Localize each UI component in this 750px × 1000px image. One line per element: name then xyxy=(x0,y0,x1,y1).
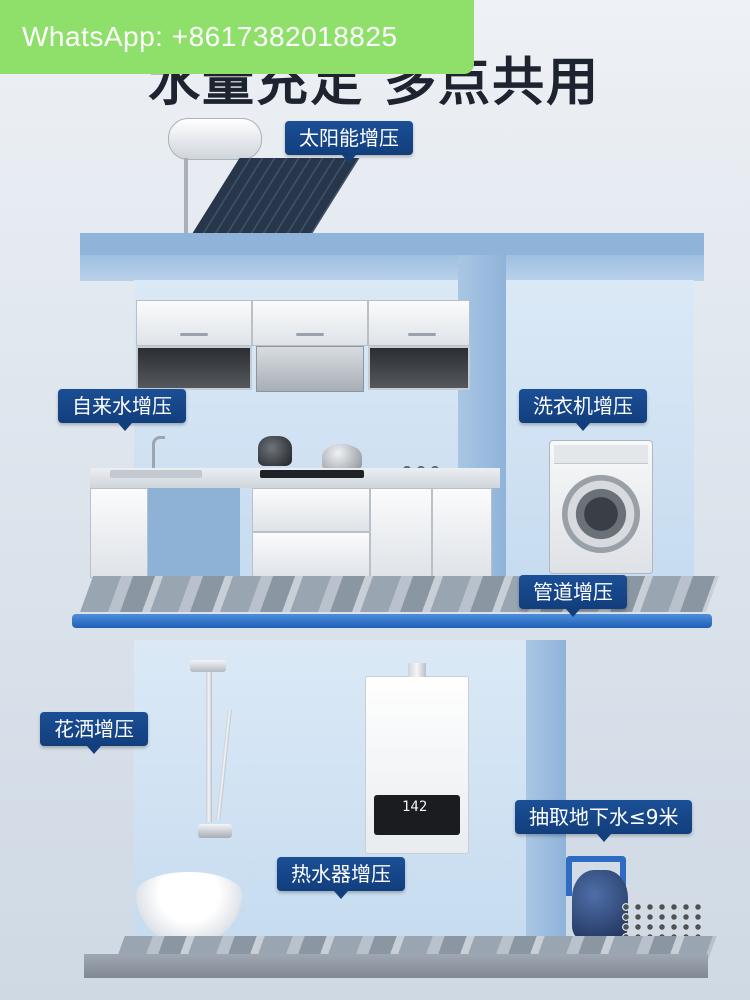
whatsapp-contact-banner[interactable]: WhatsApp: +8617382018825 xyxy=(0,0,474,74)
open-cabinet-space xyxy=(148,488,240,578)
teapot xyxy=(258,436,292,466)
faucet xyxy=(152,436,165,477)
label-groundwater: 抽取地下水≤9米 xyxy=(515,800,693,842)
solar-frame-leg xyxy=(184,158,188,234)
lower-cabinet-4 xyxy=(370,488,432,578)
label-washer-boost: 洗衣机增压 xyxy=(519,389,647,431)
heater-exhaust xyxy=(408,663,426,677)
heater-temperature-display: 142 xyxy=(402,799,428,815)
cooktop xyxy=(260,470,364,478)
lower-right-wall xyxy=(526,640,566,936)
label-solar-boost: 太阳能增压 xyxy=(285,121,413,163)
lower-cabinet-3 xyxy=(252,532,370,578)
roof-beam xyxy=(80,233,704,255)
washer-drum xyxy=(562,475,640,553)
upper-cabinet-right xyxy=(368,300,470,346)
lower-cabinet-1 xyxy=(90,488,148,578)
label-heater-boost: 热水器增压 xyxy=(277,857,405,899)
gas-water-heater: 142 xyxy=(365,663,469,854)
ground-slab xyxy=(84,954,708,978)
label-pipe-boost: 管道增压 xyxy=(519,575,627,617)
cabinet-handle xyxy=(180,333,208,336)
solar-water-heater xyxy=(168,114,360,236)
roof-slope xyxy=(80,255,704,281)
water-pump xyxy=(572,870,628,940)
pump-well-pipe xyxy=(566,856,626,896)
shower-rod xyxy=(206,672,212,822)
glass-cabinet-left xyxy=(136,346,252,390)
glass-cabinet-right xyxy=(368,346,470,390)
lower-cabinet-5 xyxy=(432,488,492,578)
sink xyxy=(110,470,202,478)
label-shower-boost: 花洒增压 xyxy=(40,712,148,754)
label-tap-water-boost: 自来水增压 xyxy=(58,389,186,431)
water-pipe xyxy=(72,614,712,628)
upper-cabinet-left xyxy=(136,300,252,346)
range-hood xyxy=(256,346,364,392)
upper-cabinet-center xyxy=(252,300,368,346)
cabinet-handle xyxy=(296,333,324,336)
kettle xyxy=(322,444,362,470)
heater-control-panel: 142 xyxy=(374,795,460,835)
bathtub xyxy=(136,872,242,944)
lower-cabinet-2 xyxy=(252,488,370,532)
shower-head xyxy=(190,660,226,672)
solar-panel xyxy=(192,158,360,234)
cabinet-handle xyxy=(408,333,436,336)
washing-machine xyxy=(549,440,653,574)
solar-tank xyxy=(168,118,262,160)
washer-control-strip xyxy=(554,445,648,464)
shower-mixer xyxy=(198,824,232,838)
